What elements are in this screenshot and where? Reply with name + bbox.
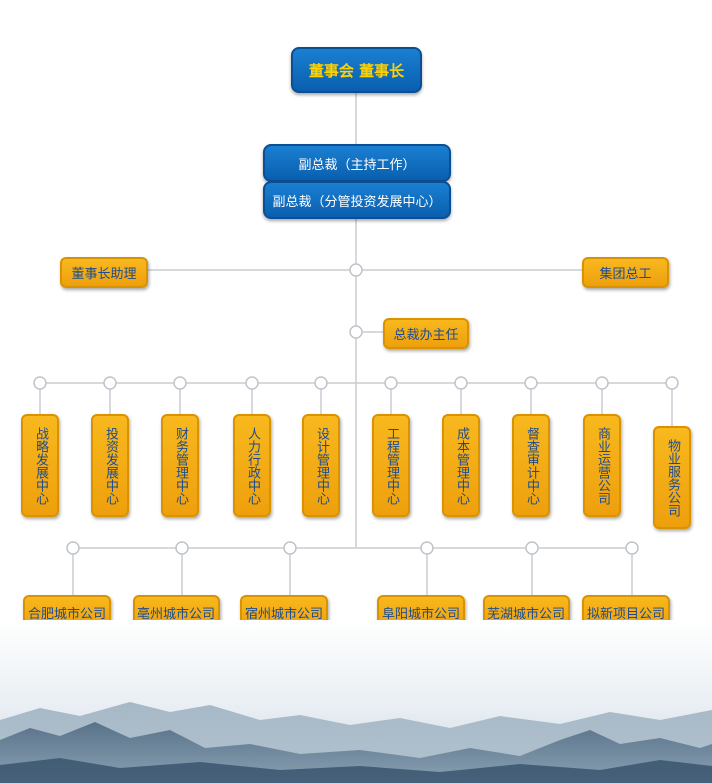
junction-node — [33, 376, 47, 390]
chief-engineer-label: 集团总工 — [599, 267, 652, 282]
junction-node — [665, 376, 679, 390]
assistant-box: 董事长助理 — [60, 257, 148, 288]
center-box: 设计管理中心 — [302, 414, 340, 517]
junction-node — [175, 541, 189, 555]
chairman-label: 董事会 董事长 — [308, 61, 405, 80]
junction-node — [283, 541, 297, 555]
center-label: 成本管理中心 — [454, 426, 469, 505]
city-company-label: 亳州城市公司 — [136, 607, 215, 622]
center-box: 财务管理中心 — [161, 414, 199, 517]
center-label: 设计管理中心 — [314, 426, 329, 505]
junction-node — [525, 541, 539, 555]
center-label: 商业运营公司 — [595, 426, 610, 505]
center-box: 督查审计中心 — [512, 414, 550, 517]
junction-node — [349, 263, 363, 277]
vp-invest-label: 副总裁（分管投资发展中心） — [272, 194, 442, 210]
junction-node — [524, 376, 538, 390]
city-company-label: 芜湖城市公司 — [486, 607, 565, 622]
city-company-label: 宿州城市公司 — [244, 607, 323, 622]
junction-node — [384, 376, 398, 390]
junction-node — [66, 541, 80, 555]
vp-main-box: 副总裁（主持工作） — [263, 144, 451, 182]
junction-node — [103, 376, 117, 390]
center-box: 投资发展中心 — [91, 414, 129, 517]
center-label: 战略发展中心 — [33, 426, 48, 505]
center-box: 人力行政中心 — [233, 414, 271, 517]
office-director-box: 总裁办主任 — [383, 318, 469, 349]
junction-node — [420, 541, 434, 555]
center-label: 物业服务公司 — [665, 438, 680, 517]
center-box: 成本管理中心 — [442, 414, 480, 517]
city-company-label: 合肥城市公司 — [27, 607, 106, 622]
junction-node — [454, 376, 468, 390]
center-box: 物业服务公司 — [653, 426, 691, 529]
mountain-landscape — [0, 620, 712, 783]
office-director-label: 总裁办主任 — [393, 328, 459, 343]
chairman-box: 董事会 董事长 — [291, 47, 422, 93]
center-label: 督查审计中心 — [524, 426, 539, 505]
center-box: 工程管理中心 — [372, 414, 410, 517]
city-company-label: 拟新项目公司 — [586, 607, 665, 622]
vp-main-label: 副总裁（主持工作） — [298, 157, 416, 173]
junction-node — [349, 325, 363, 339]
center-label: 工程管理中心 — [384, 426, 399, 505]
junction-node — [595, 376, 609, 390]
center-box: 商业运营公司 — [583, 414, 621, 517]
center-label: 投资发展中心 — [103, 426, 118, 505]
junction-node — [173, 376, 187, 390]
city-company-label: 阜阳城市公司 — [381, 607, 460, 622]
assistant-label: 董事长助理 — [71, 267, 137, 282]
junction-node — [245, 376, 259, 390]
vp-invest-box: 副总裁（分管投资发展中心） — [263, 181, 451, 219]
chief-engineer-box: 集团总工 — [582, 257, 669, 288]
center-label: 人力行政中心 — [245, 426, 260, 505]
junction-node — [625, 541, 639, 555]
center-label: 财务管理中心 — [173, 426, 188, 505]
junction-node — [314, 376, 328, 390]
center-box: 战略发展中心 — [21, 414, 59, 517]
